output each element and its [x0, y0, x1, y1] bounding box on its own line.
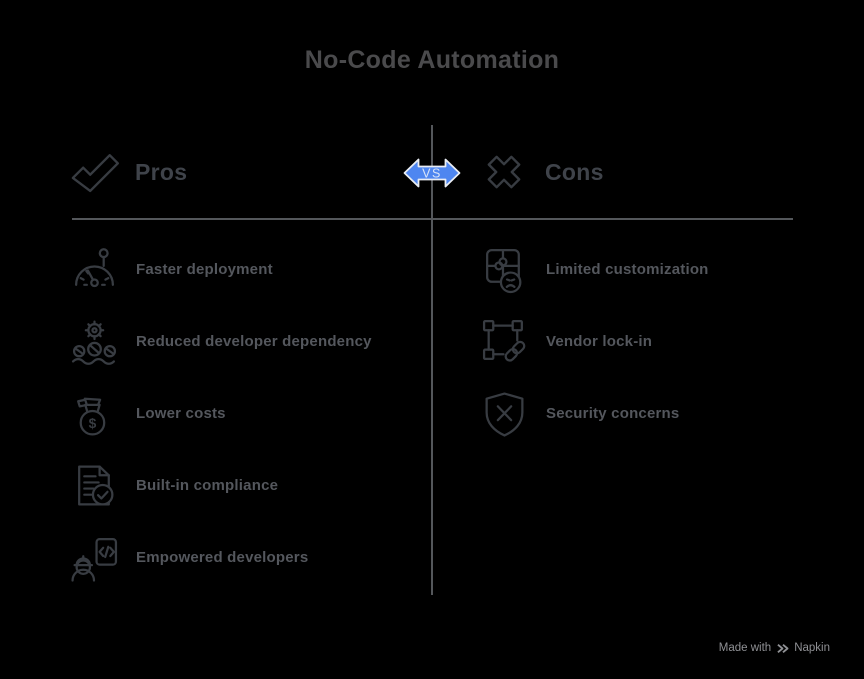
svg-text:$: $	[89, 416, 97, 431]
money-bag-icon: $	[70, 389, 119, 438]
napkin-brand-label: Napkin	[794, 642, 830, 654]
list-item: Reduced developer dependency	[70, 317, 372, 366]
made-with-label: Made with	[718, 642, 772, 654]
item-label: Limited customization	[546, 261, 709, 278]
vertical-divider	[431, 125, 433, 595]
horizontal-divider	[72, 218, 793, 220]
developer-code-icon	[70, 533, 119, 582]
item-label: Lower costs	[136, 405, 226, 422]
puzzle-face-icon	[480, 245, 529, 294]
list-item: Limited customization	[480, 245, 709, 294]
page-title: No-Code Automation	[304, 46, 560, 74]
vs-label: VS	[422, 167, 442, 181]
document-check-icon	[70, 461, 119, 510]
shield-x-icon	[480, 389, 529, 438]
cross-icon	[478, 146, 530, 198]
napkin-logo-icon	[776, 643, 789, 654]
vs-double-arrow-icon: VS	[403, 158, 461, 188]
frame-link-icon	[480, 317, 529, 366]
item-label: Empowered developers	[136, 549, 309, 566]
item-label: Security concerns	[546, 405, 680, 422]
list-item: Empowered developers	[70, 533, 372, 582]
list-item: $ Lower costs	[70, 389, 372, 438]
cons-header-label: Cons	[545, 158, 604, 185]
check-icon	[68, 146, 120, 198]
list-item: Vendor lock-in	[480, 317, 709, 366]
list-item: Built-in compliance	[70, 461, 372, 510]
gear-team-icon	[70, 317, 119, 366]
item-label: Faster deployment	[136, 261, 273, 278]
item-label: Built-in compliance	[136, 477, 279, 494]
pros-header-label: Pros	[135, 158, 188, 185]
vs-badge: VS	[403, 150, 461, 196]
item-label: Vendor lock-in	[546, 333, 653, 350]
pros-header: Pros	[68, 144, 187, 200]
list-item: Security concerns	[480, 389, 709, 438]
item-label: Reduced developer dependency	[136, 333, 372, 350]
speedometer-icon	[70, 245, 119, 294]
made-with-napkin: Made with Napkin	[719, 642, 830, 654]
list-item: Faster deployment	[70, 245, 372, 294]
cons-header: Cons	[478, 144, 604, 200]
